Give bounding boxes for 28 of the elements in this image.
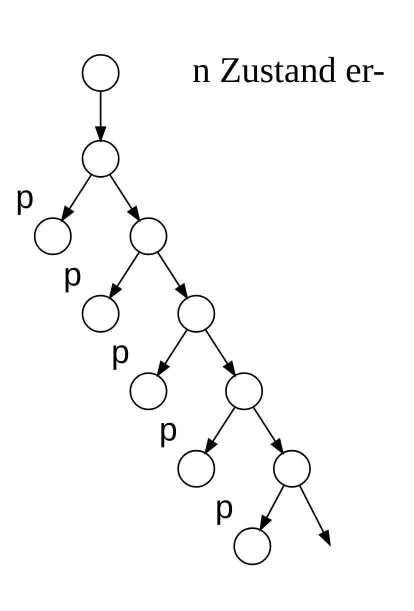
arrow — [108, 252, 140, 300]
node-label: p — [63, 256, 82, 293]
node-label: p — [111, 333, 130, 370]
arrow — [204, 329, 236, 378]
arrow — [156, 329, 188, 378]
arrow — [298, 485, 331, 547]
arrow — [60, 174, 92, 222]
node-circle — [82, 54, 120, 92]
node-circle — [130, 372, 168, 410]
node-circle — [82, 294, 120, 333]
node-label: p — [159, 410, 178, 448]
arrow — [259, 485, 285, 532]
label: n Zustand er- — [192, 50, 385, 90]
arrow — [156, 252, 188, 300]
node-circle — [82, 140, 120, 178]
arrow — [109, 174, 141, 222]
arrow — [94, 91, 106, 143]
node-circle — [130, 217, 168, 256]
node-label: p — [215, 488, 234, 526]
arrow — [252, 406, 284, 455]
node-circle — [177, 294, 216, 333]
node-label: p — [16, 178, 34, 216]
node-circle — [233, 527, 272, 566]
node-circle — [272, 450, 311, 488]
node-circle — [225, 372, 264, 410]
arrow — [204, 406, 236, 455]
node-circle — [34, 217, 72, 256]
node-circle — [177, 450, 216, 488]
